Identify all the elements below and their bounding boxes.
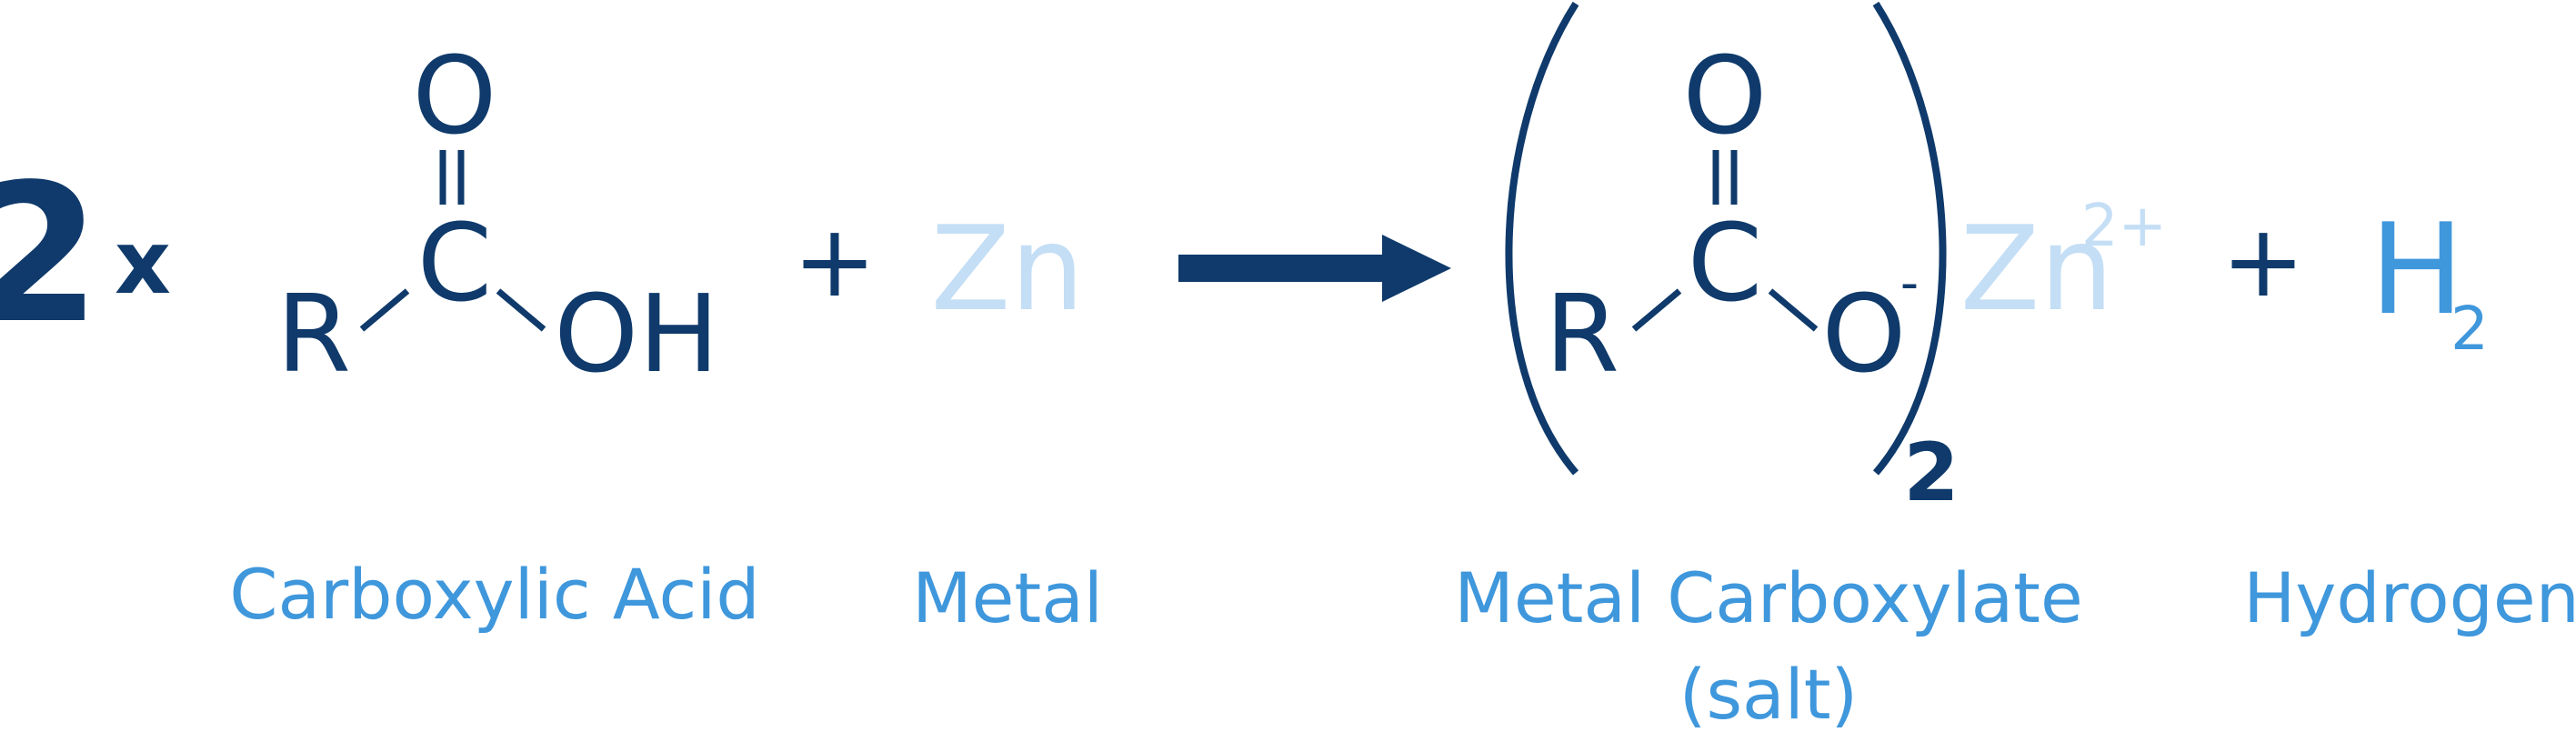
zinc-cation-charge: 2+ <box>2081 193 2167 260</box>
salt-anion-oxygen: O <box>1822 271 1907 396</box>
carboxylate-structure: O C R O - <box>1545 33 1919 396</box>
zinc-cation: Zn <box>1960 202 2114 337</box>
reaction-arrow-icon <box>1178 235 1451 302</box>
salt-r-group: R <box>1545 271 1619 396</box>
left-bracket <box>1493 5 1576 492</box>
plus-sign-1: + <box>793 203 877 319</box>
bracket-subscript: 2 <box>1903 426 1959 519</box>
salt-bond-c-o <box>1768 288 1819 332</box>
hydrogen-gas: H <box>2370 196 2464 343</box>
coefficient: 2 <box>0 143 101 366</box>
times-sign: x <box>115 212 171 314</box>
label-metal-carboxylate: Metal Carboxylate <box>1454 557 2082 638</box>
acid-bond-c-oh <box>496 288 546 332</box>
salt-carbon: C <box>1688 200 1762 326</box>
label-hydrogen: Hydrogen <box>2243 557 2576 638</box>
plus-sign-2: + <box>2221 203 2305 319</box>
acid-bond-r-c <box>359 288 410 332</box>
salt-carbonyl-oxygen: O <box>1683 33 1768 158</box>
zinc-metal: Zn <box>931 202 1085 337</box>
carboxylic-acid-structure: O C R OH <box>276 33 719 396</box>
hydrogen-subscript: 2 <box>2451 294 2489 364</box>
label-metal: Metal <box>912 557 1103 638</box>
acid-r-group: R <box>276 271 351 396</box>
right-bracket-arc <box>1872 1 1947 476</box>
label-carboxylic-acid: Carboxylic Acid <box>229 554 759 635</box>
salt-bond-r-c <box>1631 288 1682 332</box>
acid-carbon: C <box>417 200 492 326</box>
acid-hydroxyl: OH <box>554 271 719 396</box>
salt-negative-charge: - <box>1900 254 1919 313</box>
left-bracket-arc <box>1505 1 1579 476</box>
label-salt: (salt) <box>1679 654 1858 735</box>
acid-carbonyl-oxygen: O <box>413 33 497 158</box>
